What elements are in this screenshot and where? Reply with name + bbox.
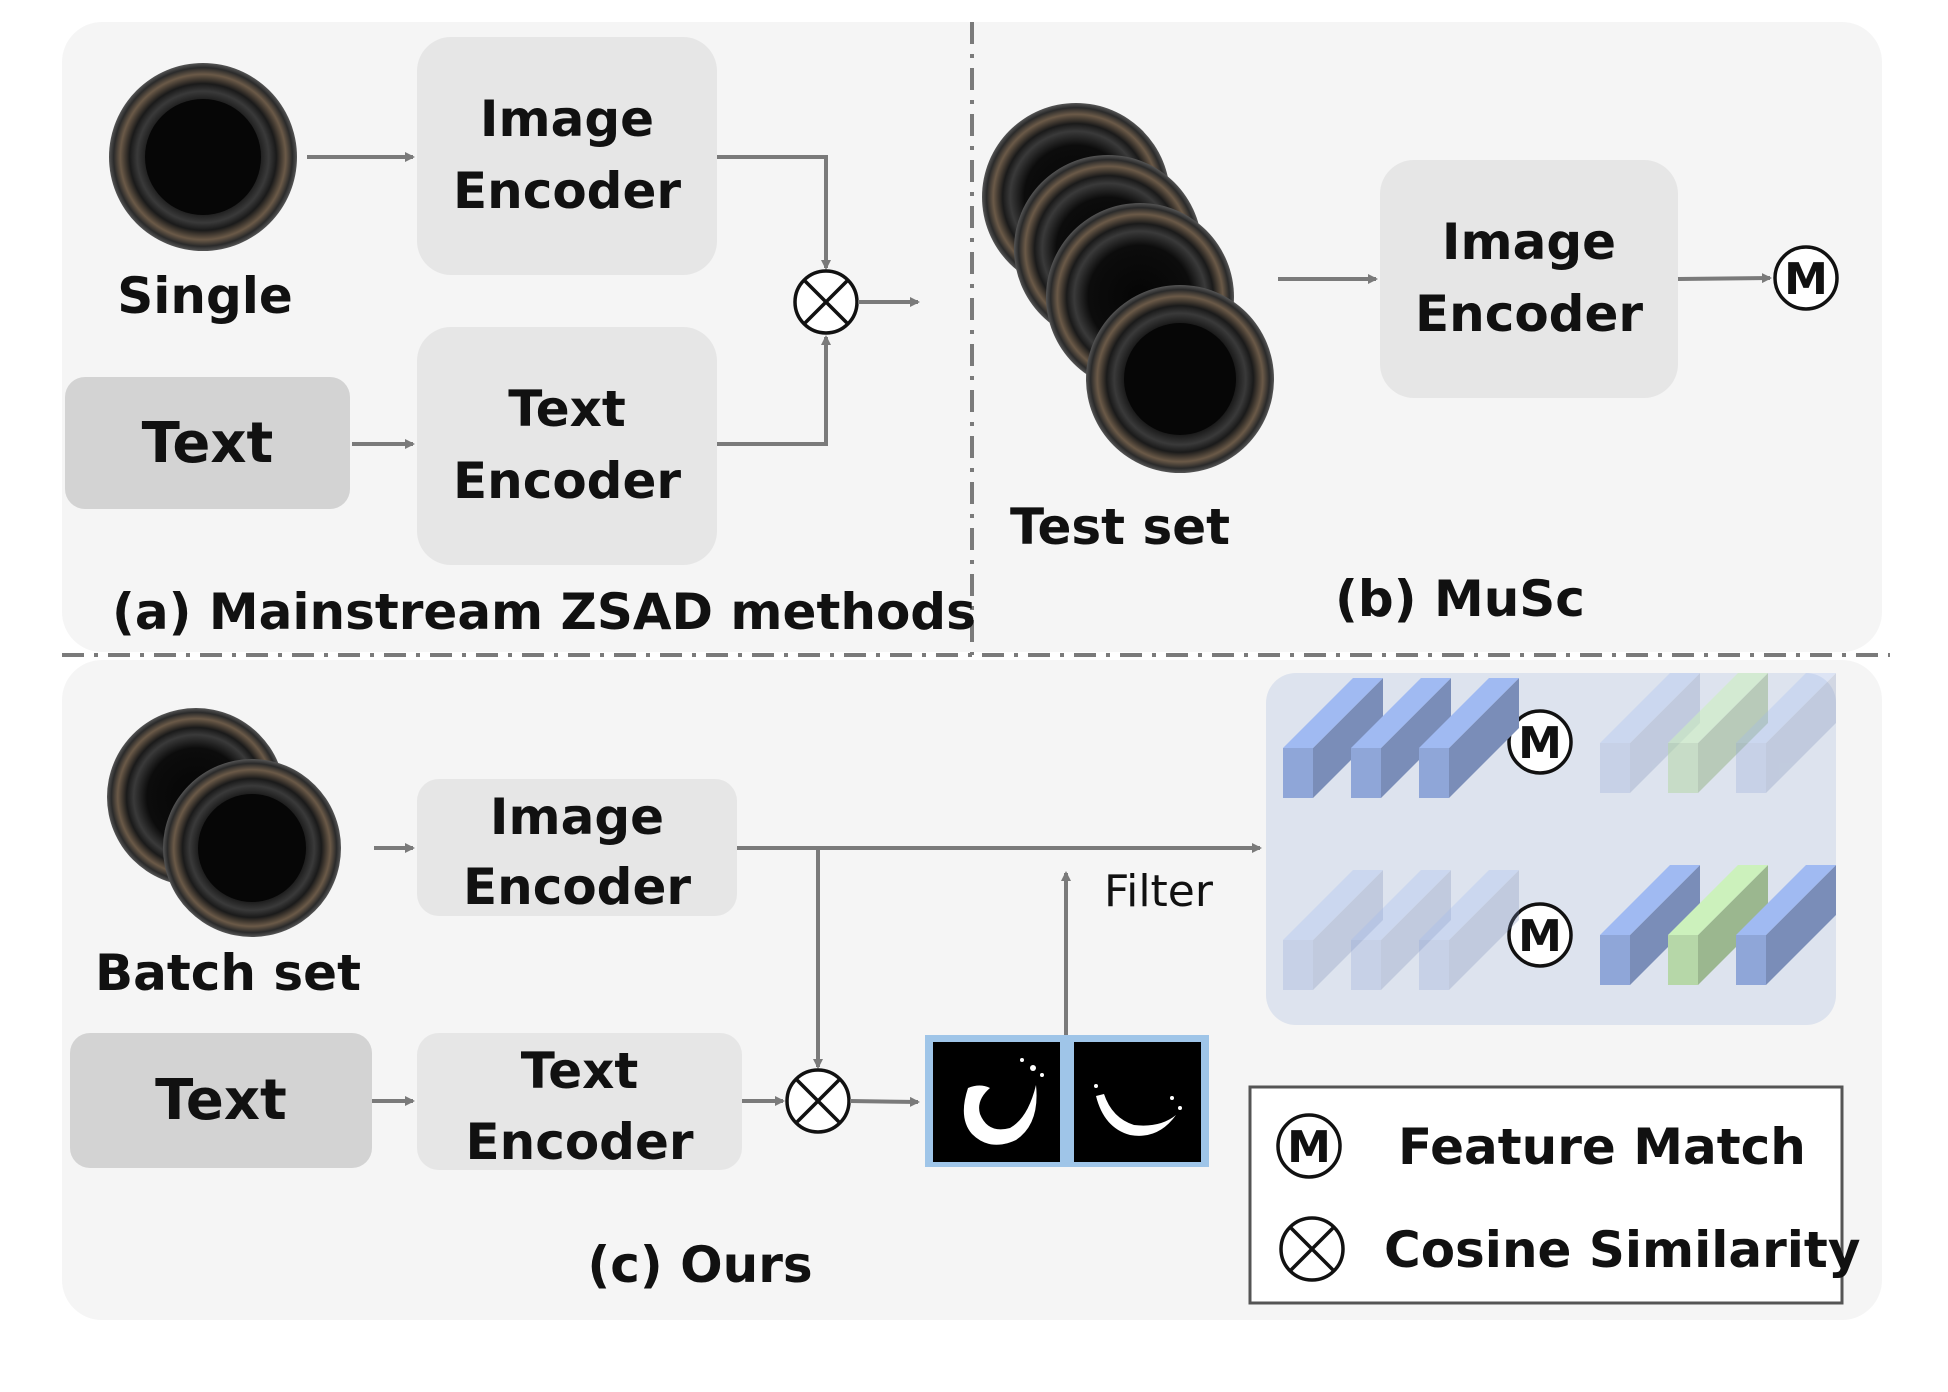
feature-block [1668, 673, 1768, 793]
svg-text:M: M [1287, 1122, 1331, 1173]
legend-match-symbol: M [1276, 1113, 1342, 1179]
image-encoder-c-line2: Encoder [462, 858, 692, 916]
feature-block [1351, 870, 1451, 990]
text-encoder-a-line2: Encoder [452, 452, 682, 510]
filter-label: Filter [1104, 866, 1213, 917]
feature-block [1600, 865, 1700, 985]
legend-cosine-symbol [1279, 1216, 1345, 1282]
image-encoder-b-line1: Image [1441, 213, 1617, 271]
mask-2 [1074, 1042, 1201, 1162]
feature-block [1419, 870, 1519, 990]
caption-a: (a) Mainstream ZSAD methods [112, 583, 976, 641]
feature-block [1736, 865, 1836, 985]
text-encoder-c-line2: Encoder [465, 1113, 694, 1171]
text-box-c-label: Text [155, 1068, 287, 1133]
text-encoder-c [417, 1033, 742, 1170]
svg-text:M: M [1518, 718, 1562, 769]
anomaly-masks [925, 1035, 1209, 1167]
feature-match-symbol-bottom: M [1507, 902, 1573, 968]
feature-block [1283, 678, 1383, 798]
image-encoder-c-line1: Image [489, 788, 665, 846]
feature-match-symbol-b: M [1773, 245, 1839, 311]
feature-block [1668, 865, 1768, 985]
legend-box [1248, 1085, 1844, 1305]
feature-block [1351, 678, 1451, 798]
image-encoder-a [417, 37, 717, 275]
arrow-cosine-to-masks [849, 1096, 920, 1107]
feature-block [1283, 870, 1383, 990]
feature-block [1736, 673, 1836, 793]
test-set-label: Test set [1010, 498, 1231, 556]
image-encoder-b [1380, 160, 1678, 398]
text-encoder-a [417, 327, 717, 565]
text-box-c [70, 1033, 372, 1168]
feature-blocks [1283, 673, 1836, 990]
image-encoder-b-line2: Encoder [1414, 285, 1644, 343]
text-box-a-label: Text [141, 411, 274, 476]
caption-b: (b) MuSc [1335, 570, 1585, 628]
text-box-a [65, 377, 350, 509]
image-encoder-c [417, 779, 737, 916]
feature-match-symbol-top: M [1507, 709, 1573, 775]
single-label: Single [117, 267, 293, 325]
caption-c: (c) Ours [587, 1236, 813, 1294]
feature-block [1419, 678, 1519, 798]
text-encoder-c-line1: Text [520, 1042, 639, 1100]
feature-block [1600, 673, 1700, 793]
cosine-similarity-symbol-c [785, 1068, 851, 1134]
legend-feature-match-label: Feature Match [1398, 1118, 1806, 1176]
text-encoder-a-line1: Text [508, 380, 626, 438]
test-set-image-stack [982, 103, 1274, 473]
arrow-image-encoder-to-cosine [717, 155, 831, 270]
image-encoder-a-line2: Encoder [452, 162, 682, 220]
legend-cosine-similarity-label: Cosine Similarity [1384, 1221, 1861, 1279]
svg-text:M: M [1518, 911, 1562, 962]
single-image-icon [109, 63, 297, 251]
image-encoder-a-line1: Image [479, 90, 655, 148]
cosine-similarity-symbol-a [793, 269, 859, 335]
arrow-text-encoder-to-cosine [717, 335, 831, 446]
arrow-encoder-to-match [1677, 273, 1772, 284]
match-symbol-letter: M [1784, 254, 1828, 305]
batch-set-label: Batch set [95, 944, 361, 1002]
batch-set-image-stack [107, 708, 341, 937]
